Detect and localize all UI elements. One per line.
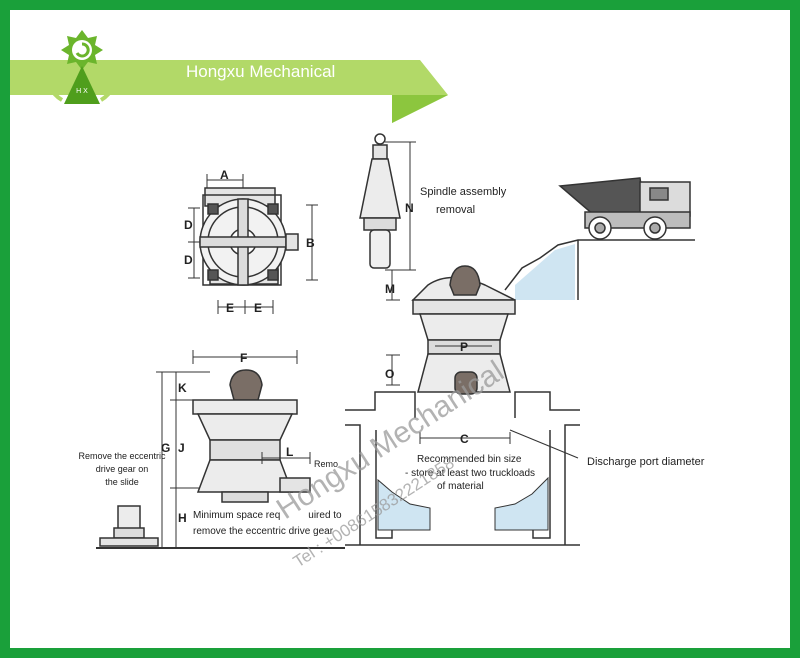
discharge-dimension xyxy=(419,429,579,459)
dim-o-label: O xyxy=(385,367,394,381)
remove-gear-label-1: Remove the eccentric xyxy=(78,451,166,461)
crusher-assembled xyxy=(411,265,516,395)
dim-m-label: M xyxy=(385,282,395,296)
remove-gear-label-2: drive gear on xyxy=(96,464,149,474)
remo-label: Remo xyxy=(314,459,338,469)
plan-view xyxy=(199,187,299,286)
dim-k-label: K xyxy=(178,381,187,395)
header-banner xyxy=(10,60,448,123)
company-logo: H X xyxy=(48,30,115,104)
dim-l-label: L xyxy=(286,445,293,459)
dim-b-label: B xyxy=(306,236,315,250)
dim-h-label: H xyxy=(178,511,187,525)
dim-f-label: F xyxy=(240,351,247,365)
side-elevation-dimensions xyxy=(156,350,311,548)
dim-g-label: G xyxy=(161,441,170,455)
eccentric-gear-slide xyxy=(99,505,159,547)
dim-d-label-lower: D xyxy=(184,253,193,267)
dump-truck xyxy=(558,177,691,240)
dim-a-label: A xyxy=(220,168,229,182)
logo-lettering: H X xyxy=(76,88,88,95)
dim-d-label-upper: D xyxy=(184,218,193,232)
plan-view-dimensions xyxy=(188,174,318,314)
spindle-assembly xyxy=(359,133,401,269)
recommend-label-3: of material xyxy=(437,481,484,492)
dim-c-label: C xyxy=(460,432,469,446)
recommend-label-2: - store at least two truckloads xyxy=(405,468,535,479)
min-space-label-2: remove the eccentric drive gear xyxy=(193,526,334,537)
spindle-label-2: removal xyxy=(436,204,475,216)
discharge-label: Discharge port diameter xyxy=(587,456,705,468)
dim-e-label-left: E xyxy=(226,301,234,315)
bin-structure xyxy=(345,391,580,546)
recommend-label-1: Recommended bin size xyxy=(417,454,522,465)
remove-gear-label-3: the slide xyxy=(105,477,139,487)
banner-title: Hongxu Mechanical xyxy=(186,62,336,81)
spindle-label: Spindle assembly xyxy=(420,186,507,198)
crusher-side-elevation xyxy=(192,369,311,503)
spindle-dimensions xyxy=(385,141,416,386)
dim-p-label: P xyxy=(460,340,468,354)
bin-material xyxy=(377,476,549,531)
dim-e-label-right: E xyxy=(254,301,262,315)
dim-n-label: N xyxy=(405,201,414,215)
hopper-ramp xyxy=(504,239,695,300)
dim-j-label: J xyxy=(178,441,185,455)
